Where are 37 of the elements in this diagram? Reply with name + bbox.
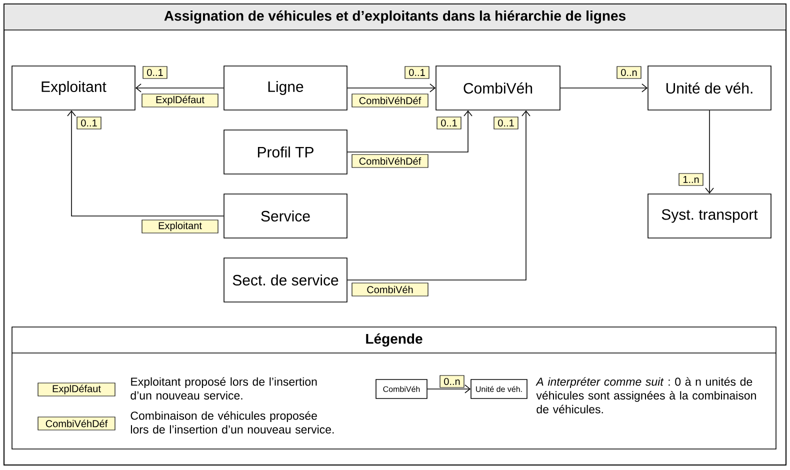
edge-label: CombiVéhDéf — [352, 154, 428, 168]
edge-label: CombiVéh — [352, 282, 428, 296]
class-box: CombiVéh — [376, 379, 428, 399]
class-box: Profil TP — [224, 130, 348, 174]
class-box: Syst. transport — [648, 194, 772, 238]
multiplicity-label: 0..1 — [494, 116, 518, 130]
multiplicity-label: 0..1 — [436, 116, 462, 130]
arrow — [427, 384, 471, 394]
arrow — [347, 110, 472, 152]
arrow — [135, 84, 224, 92]
multiplicity-label: 0..1 — [142, 66, 168, 79]
class-box: Sect. de service — [224, 258, 348, 302]
legend-note: A interpréter comme suit : 0 à n unités de véhicules sont assignées à la combinaison de véhicules. — [536, 377, 756, 414]
arrow — [347, 84, 436, 92]
multiplicity-label: 1..n — [678, 173, 704, 186]
multiplicity-label: 0..1 — [404, 66, 430, 79]
arrow — [560, 84, 648, 92]
edge-label: CombiVéhDéf — [352, 94, 428, 108]
multiplicity-label: 0..1 — [76, 116, 102, 130]
title-bar: Assignation de véhicules et d’exploitants dans la hiérarchie de lignes — [4, 4, 786, 30]
edge-label: Exploitant — [142, 220, 218, 234]
class-box: Unité de véh. — [470, 379, 528, 399]
arrow — [347, 110, 530, 280]
legend-description: Combinaison de véhicules proposée lors de l’insertion d’un nouveau service. — [130, 411, 334, 434]
arrow — [705, 110, 714, 194]
arrow — [67, 110, 224, 216]
multiplicity-label: 0..n — [616, 66, 642, 79]
class-box: Ligne — [224, 66, 348, 110]
edge-label: ExplDéfaut — [142, 94, 218, 108]
class-box: Unité de véh. — [648, 66, 772, 110]
class-box: Service — [224, 194, 348, 238]
class-box: Exploitant — [12, 66, 136, 110]
role-tag: ExplDéfaut — [38, 382, 116, 396]
legend-description: Exploitant proposé lors de l’insertion d’un nouveau service. — [130, 377, 317, 400]
multiplicity-label: 0..n — [440, 375, 464, 388]
role-tag: CombiVéhDéf — [38, 416, 116, 430]
class-box: CombiVéh — [436, 66, 560, 110]
